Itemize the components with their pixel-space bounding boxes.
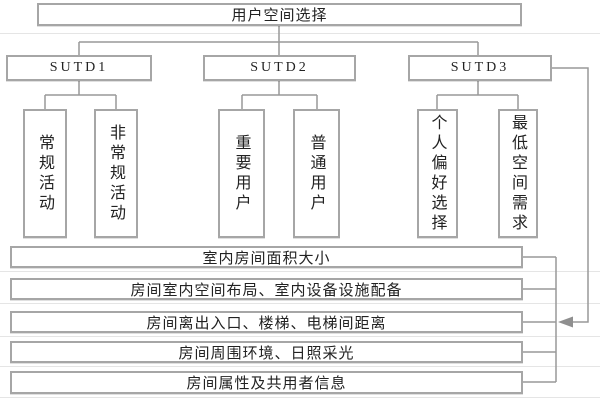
criteria-label: 室内房间面积大小 xyxy=(202,248,331,267)
leaf-label: 最低空间需求 xyxy=(509,113,528,234)
leaf-box-personal-preference: 个人偏好选择 xyxy=(417,109,458,238)
criteria-label: 房间离出入口、楼梯、电梯间距离 xyxy=(146,313,387,332)
criteria-box-room-area: 室内房间面积大小 xyxy=(10,246,523,268)
root-box: 用户空间选择 xyxy=(37,3,522,26)
criteria-box-attributes-sharers: 房间属性及共用者信息 xyxy=(10,371,523,394)
scan-artifact-line xyxy=(0,303,600,304)
scan-artifact-line xyxy=(0,271,600,272)
group-label: SUTD2 xyxy=(250,60,309,75)
line-sutd1-children xyxy=(44,81,117,109)
group-box-sutd3: SUTD3 xyxy=(408,55,552,81)
line-feedback-loop xyxy=(552,67,589,323)
group-box-sutd2: SUTD2 xyxy=(203,55,356,81)
scan-artifact-line xyxy=(0,366,600,367)
group-box-sutd1: SUTD1 xyxy=(6,55,152,81)
arrowhead-icon xyxy=(558,316,573,328)
line-criteria-stubs xyxy=(523,256,556,383)
criteria-label: 房间室内空间布局、室内设备设施配备 xyxy=(130,280,403,299)
line-sutd2-children xyxy=(241,81,318,109)
criteria-box-distance: 房间离出入口、楼梯、电梯间距离 xyxy=(10,311,523,333)
leaf-label: 非常规活动 xyxy=(107,123,126,224)
scan-artifact-line xyxy=(0,397,600,398)
leaf-label: 常规活动 xyxy=(36,133,55,214)
leaf-box-important-users: 重要用户 xyxy=(218,109,265,238)
criteria-box-environment-light: 房间周围环境、日照采光 xyxy=(10,341,523,363)
group-label: SUTD3 xyxy=(450,60,510,75)
leaf-label: 普通用户 xyxy=(307,133,327,214)
leaf-box-ordinary-users: 普通用户 xyxy=(293,109,340,238)
group-label: SUTD1 xyxy=(49,60,109,75)
criteria-box-layout-equipment: 房间室内空间布局、室内设备设施配备 xyxy=(10,278,523,300)
leaf-label: 个人偏好选择 xyxy=(428,113,448,234)
leaf-label: 重要用户 xyxy=(232,133,252,214)
scan-artifact-line xyxy=(0,33,600,34)
root-label: 用户空间选择 xyxy=(231,6,328,24)
scan-artifact-line xyxy=(0,336,600,337)
line-sutd3-children xyxy=(436,81,519,109)
leaf-box-minimum-space: 最低空间需求 xyxy=(498,109,538,238)
leaf-box-regular-activities: 常规活动 xyxy=(23,109,67,238)
leaf-box-irregular-activities: 非常规活动 xyxy=(94,109,138,238)
criteria-label: 房间属性及共用者信息 xyxy=(186,374,347,392)
criteria-label: 房间周围环境、日照采光 xyxy=(178,343,355,362)
